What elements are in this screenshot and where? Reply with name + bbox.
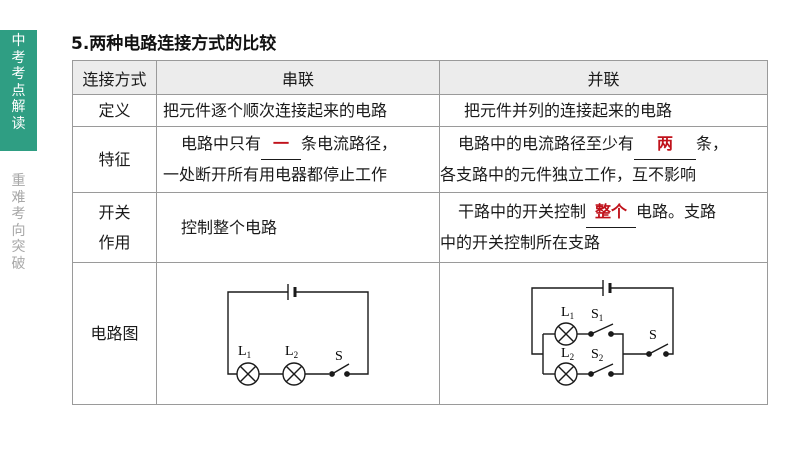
sidebar-tab-key-difficulties[interactable]: 重 难 考 向 突 破 (0, 173, 37, 272)
switch-s2-label: S2 (591, 347, 603, 363)
lamp-l1-label: L1 (561, 305, 574, 321)
parallel-circuit-wires (531, 286, 674, 375)
definition-series: 把元件逐个顺次连接起来的电路 (156, 94, 440, 127)
switch-role-parallel: 干路中的开关控制整个电路。支路 中的开关控制所在支路 (439, 192, 768, 263)
feature-parallel-line2: 各支路中的元件独立工作，互不影响 (440, 165, 697, 184)
sidebar-char: 读 (11, 115, 26, 132)
definition-parallel: 把元件并列的连接起来的电路 (439, 94, 768, 127)
sidebar-char: 突 (11, 239, 26, 255)
lamp-l2-label: L2 (561, 346, 574, 362)
switch-s2-symbol (588, 362, 614, 377)
sidebar-char: 点 (11, 82, 26, 99)
sidebar-char: 向 (11, 222, 26, 239)
lamp-l1-label: L1 (238, 344, 251, 360)
switch-s-symbol (329, 362, 350, 377)
switch-role-parallel-line2: 中的开关控制所在支路 (440, 233, 601, 252)
switch-s1-label: S1 (591, 307, 603, 323)
definition-row: 定义 把元件逐个顺次连接起来的电路 把元件并列的连接起来的电路 (72, 94, 768, 127)
diagram-row: 电路图 (72, 262, 768, 405)
sidebar-tab-exam-points[interactable]: 中 考 考 点 解 读 (0, 33, 37, 132)
switch-role-label-line2: 作用 (98, 232, 131, 252)
answer-text: 一 (273, 134, 290, 153)
switch-role-parallel-line1: 干路中的开关控制整个电路。支路 (440, 197, 767, 228)
feature-series-line2: 一处断开所有用电器都停止工作 (163, 165, 388, 184)
sidebar-char: 考 (11, 206, 26, 222)
sidebar-active-bg (0, 30, 37, 151)
lamp-l2-label: L2 (285, 344, 298, 360)
lamp-l1-symbol (236, 361, 260, 386)
answer-blank: 一 (261, 129, 302, 160)
header-parallel: 并联 (439, 60, 768, 95)
sidebar-char: 破 (11, 255, 26, 272)
sidebar-char: 难 (11, 189, 26, 206)
parallel-circuit-diagram: L1 S1 L2 S2 S (531, 279, 674, 386)
sidebar-char: 考 (11, 66, 26, 82)
series-circuit-diagram: L1 L2 S (227, 283, 369, 386)
switch-s-symbol (646, 342, 669, 357)
series-diagram-cell: L1 L2 S (156, 262, 440, 405)
sidebar-char: 重 (11, 173, 26, 189)
feature-parallel: 电路中的电流路径至少有 两 条， 各支路中的元件独立工作，互不影响 (439, 126, 768, 193)
switch-role-parallel-pre: 干路中的开关控制 (458, 202, 587, 221)
feature-series-pre: 电路中只有 (181, 134, 262, 153)
series-circuit-wires (227, 290, 369, 375)
feature-row: 特征 电路中只有一条电流路径， 一处断开所有用电器都停止工作 电路中的电流路径至… (72, 126, 768, 193)
switch-role-parallel-post: 电路。支路 (636, 202, 717, 221)
header-row-label: 连接方式 (72, 60, 157, 95)
answer-text: 两 (657, 134, 674, 153)
diagram-label: 电路图 (72, 262, 157, 405)
feature-series: 电路中只有一条电流路径， 一处断开所有用电器都停止工作 (156, 126, 440, 193)
answer-text: 整个 (595, 202, 628, 221)
switch-s1-symbol (588, 322, 614, 337)
answer-blank: 整个 (586, 197, 637, 228)
lamp-l2-symbol (554, 361, 578, 386)
sidebar-char: 中 (11, 33, 26, 49)
feature-label: 特征 (72, 126, 157, 193)
switch-role-series: 控制整个电路 (156, 192, 440, 263)
sidebar-char: 解 (11, 99, 26, 115)
feature-parallel-post: 条， (696, 134, 729, 153)
battery-symbol (602, 279, 612, 296)
answer-blank: 两 (634, 129, 697, 160)
switch-role-label-line1: 开关 (98, 202, 131, 222)
switch-s-label: S (335, 349, 343, 364)
battery-symbol (287, 283, 297, 300)
sidebar-char: 考 (11, 49, 26, 66)
lamp-l2-symbol (282, 361, 306, 386)
switch-role-label: 开关 作用 (72, 192, 157, 263)
header-row: 连接方式 串联 并联 (72, 60, 768, 95)
feature-parallel-line1: 电路中的电流路径至少有 两 条， (440, 129, 767, 160)
header-series: 串联 (156, 60, 440, 95)
feature-series-line1: 电路中只有一条电流路径， (163, 129, 439, 160)
section-title: 5.两种电路连接方式的比较 (71, 34, 277, 54)
definition-label: 定义 (72, 94, 157, 127)
comparison-table: 连接方式 串联 并联 定义 把元件逐个顺次连接起来的电路 把元件并列的连接起来的… (72, 60, 768, 405)
parallel-diagram-cell: L1 S1 L2 S2 S (439, 262, 768, 405)
feature-series-post: 条电流路径， (301, 134, 398, 153)
switch-role-row: 开关 作用 控制整个电路 干路中的开关控制整个电路。支路 中的开关控制所在支路 (72, 192, 768, 263)
switch-s-label: S (649, 328, 657, 343)
feature-parallel-pre: 电路中的电流路径至少有 (458, 134, 635, 153)
lamp-l1-symbol (554, 321, 578, 346)
